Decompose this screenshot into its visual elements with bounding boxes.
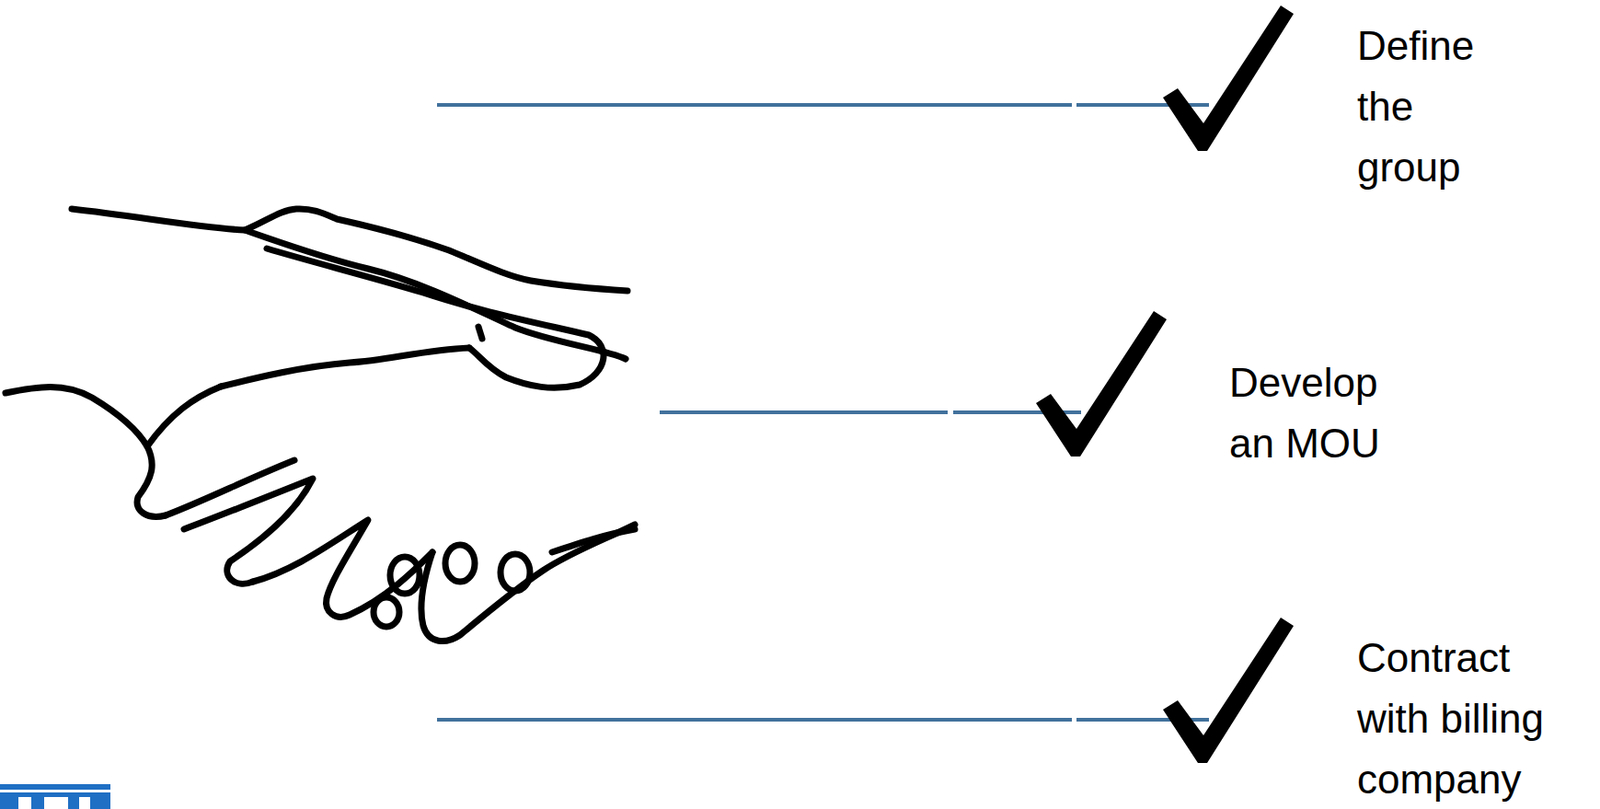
checkmark (1162, 5, 1294, 151)
logo-block (0, 783, 111, 809)
hand-detail (478, 326, 483, 339)
leader-line (437, 103, 1072, 107)
hand-outline (147, 386, 221, 447)
hand-outline (71, 208, 628, 291)
logo-glyph (44, 796, 69, 809)
knuckle (500, 553, 530, 591)
finger-outline (552, 529, 635, 553)
hand-outline (220, 347, 470, 387)
logo-glyph (79, 796, 91, 809)
checkmark (1035, 310, 1167, 457)
leader-lines (437, 104, 1209, 720)
handshake-drawing (5, 208, 635, 642)
leader-line (659, 410, 948, 415)
checkmark (1162, 617, 1294, 763)
wrist-outline (5, 387, 166, 518)
knuckle (445, 544, 475, 582)
logo-glyph (18, 796, 32, 809)
knuckle (373, 597, 400, 627)
step-label: Develop an MOU (1229, 352, 1405, 474)
knuckle (390, 556, 420, 594)
finger-outline (253, 519, 433, 617)
leader-line (437, 717, 1072, 722)
step-label: Contract with billing company (1357, 627, 1574, 809)
step-label: Define the group (1357, 15, 1496, 198)
logo-stripe (0, 789, 111, 793)
finger-outline (421, 524, 635, 642)
logo-fragment (0, 783, 111, 809)
